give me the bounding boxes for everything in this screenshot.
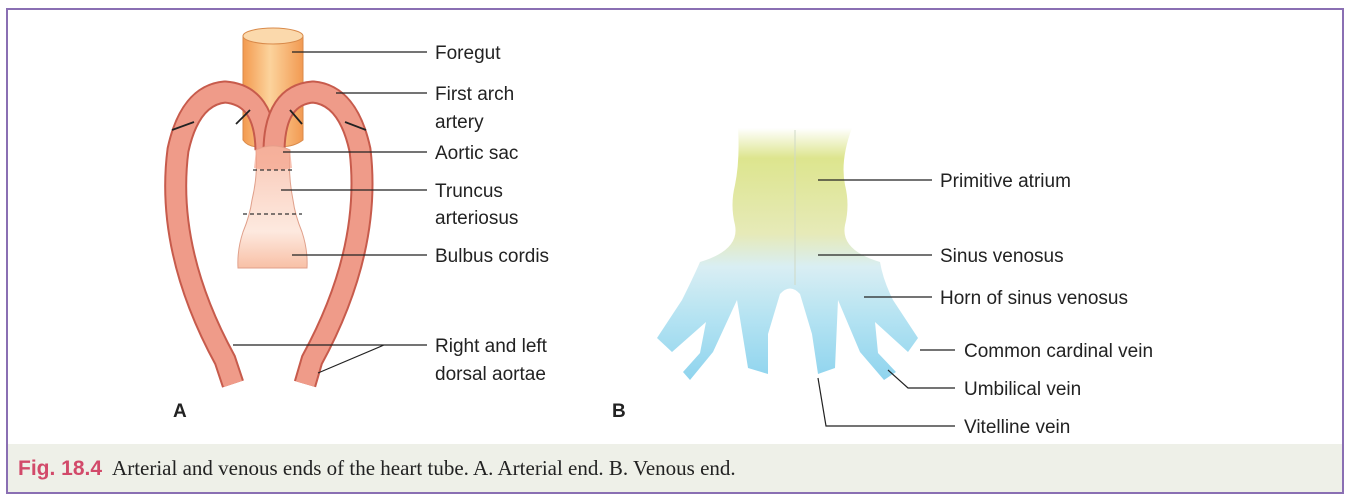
caption-text: Arterial and venous ends of the heart tu…: [112, 456, 736, 480]
umbilical-leader: [888, 370, 955, 388]
label-bulbus-cordis: Bulbus cordis: [435, 246, 549, 267]
caption-bar: Fig. 18.4 Arterial and venous ends of the…: [8, 444, 1342, 492]
label-umbilical-vein: Umbilical vein: [964, 379, 1081, 400]
label-truncus-2: arteriosus: [435, 208, 518, 229]
foregut-opening: [243, 28, 303, 44]
sinus-venosus-shape: [657, 128, 918, 380]
label-foregut: Foregut: [435, 43, 501, 64]
panel-a-letter: A: [173, 401, 187, 422]
aortic-sac-shape: [254, 146, 292, 170]
panel-b-letter: B: [612, 401, 626, 422]
figure-number: Fig. 18.4: [18, 457, 102, 480]
panel-b-diagram: Primitive atrium Sinus venosus Horn of s…: [612, 128, 1153, 438]
label-truncus: Truncus: [435, 181, 503, 202]
label-primitive-atrium: Primitive atrium: [940, 171, 1071, 192]
label-first-arch: First arch: [435, 84, 514, 105]
panel-a-diagram: Foregut First arch artery Aortic sac Tru…: [172, 28, 549, 422]
label-common-cardinal-vein: Common cardinal vein: [964, 341, 1153, 362]
label-horn-sinus-venosus: Horn of sinus venosus: [940, 288, 1128, 309]
label-first-arch-2: artery: [435, 112, 484, 133]
label-vitelline-vein: Vitelline vein: [964, 417, 1070, 438]
figure-caption: Fig. 18.4 Arterial and venous ends of the…: [18, 456, 736, 481]
vitelline-leader: [818, 378, 955, 426]
label-dorsal-aortae-2: dorsal aortae: [435, 364, 546, 385]
label-sinus-venosus: Sinus venosus: [940, 246, 1064, 267]
label-dorsal-aortae: Right and left: [435, 336, 548, 357]
label-aortic-sac: Aortic sac: [435, 143, 518, 164]
